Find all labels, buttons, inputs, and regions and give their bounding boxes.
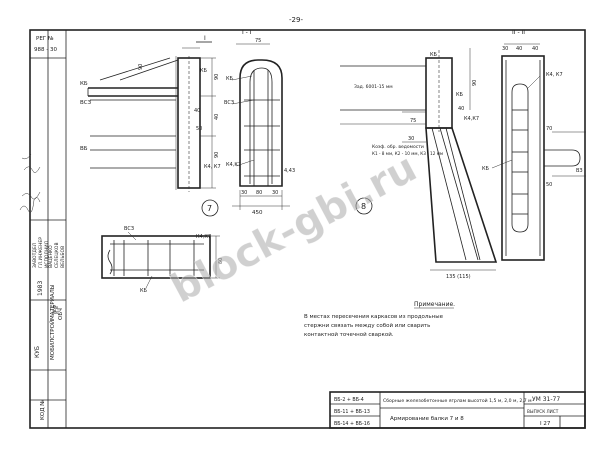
- view-2-label-k4k7: К4,К7: [226, 162, 241, 168]
- view-3-label-kb: КБ: [140, 288, 148, 294]
- view-label-8: 8: [355, 197, 373, 215]
- role-1: ЗАВОТДЕЛ: [32, 243, 38, 268]
- title-block: ВБ-2 + ВБ-4 ВБ-11 + ВБ-13 ВБ-14 + ВБ-16 …: [329, 391, 586, 429]
- view-5-dim-50: 50: [546, 182, 552, 188]
- view-1-label-vb: ВБ: [80, 146, 88, 152]
- left-title-strip: РЕГ № 988 - 30 КУБ МОБИЛСТРОЙМАТЕРИАЛЫ О…: [19, 30, 67, 428]
- code-number: КОД №: [40, 400, 46, 420]
- note-title: Примечание.: [414, 301, 455, 308]
- view-5-section-mark: II - II: [512, 29, 525, 36]
- view-4-label-k4k7: К4,К7: [464, 116, 479, 122]
- view-2-dim-top: 75: [255, 38, 261, 44]
- sheet-values: I 27: [540, 421, 551, 427]
- view-1-label-k4k7: К4, К7: [204, 164, 221, 170]
- view-2-dim-30-right: 30: [272, 190, 278, 196]
- sheet-label: ВЫПУСК ЛИСТ: [527, 409, 559, 414]
- view-1-dim-40: 40: [214, 114, 220, 120]
- title-main: Сборные железобетонные ягрлам высотой 1,…: [383, 397, 532, 404]
- view-4-inclined: Зад. 6001-15 мм Коэф. обр. ведомости К1 …: [340, 48, 498, 280]
- view-4-dim-135: 135 (115): [446, 274, 471, 280]
- mark-2: И.Б: [54, 306, 60, 314]
- view-1-top-mark: I: [204, 35, 206, 42]
- view-2-dim-80: 80: [256, 190, 262, 196]
- view-5-label-kb: КБ: [482, 166, 490, 172]
- view-4-spec-1: Зад. 6001-15 мм: [354, 84, 393, 90]
- view-5-dim-30: 30: [502, 46, 508, 52]
- note-line-1: В местах пересечения каркасов из продоль…: [304, 314, 444, 320]
- view-4-label-kb-side: КБ: [456, 92, 464, 98]
- view-label-8-text: 8: [361, 202, 366, 211]
- title-code-3: ВБ-14 + ВБ-16: [334, 421, 370, 427]
- surname-1: ВАЦЕНКО: [48, 245, 54, 268]
- surname-2: СЕЛЕЦКОВ: [54, 242, 60, 268]
- view-2-label-vsz: ВСЗ: [224, 100, 234, 106]
- view-4-label-kb-top: КБ: [430, 52, 438, 58]
- title-sub: Армирование балки 7 и 8: [390, 416, 464, 422]
- view-5-label-k4k7: К4, К7: [546, 72, 563, 78]
- org-line-3: ОБЧ: [58, 308, 64, 320]
- view-1-label-vsz: ВСЗ: [80, 100, 92, 106]
- title-code-2: ВБ-11 + ВБ-13: [334, 409, 370, 415]
- view-2-section: I - I 75 30 80 30 450 КБ ВСЗ К4,К7 4,43: [224, 29, 295, 216]
- view-2-label-443: 4,43: [284, 168, 295, 174]
- view-3-label-vsz: ВСЗ: [124, 226, 134, 232]
- signature-1: [19, 191, 41, 213]
- mark-1: М.Ф: [52, 305, 58, 314]
- view-2-section-mark: I - I: [242, 29, 252, 36]
- view-1-dim-90-c: 90: [214, 152, 220, 158]
- view-1-label-50: 50: [196, 126, 202, 132]
- signature-2: [21, 153, 41, 174]
- view-1-label-kb-top: КБ: [80, 81, 88, 87]
- view-4-spec-2: Коэф. обр. ведомости: [372, 144, 424, 150]
- view-4-dim-75: 75: [410, 118, 416, 124]
- view-4-dim-90: 90: [472, 80, 478, 86]
- view-1-dim-90-b: 90: [214, 74, 220, 80]
- view-1-label-40: 40: [194, 108, 200, 114]
- page-number: -29-: [289, 16, 303, 24]
- reg-number: 988 - 30: [34, 47, 57, 53]
- view-4-spec-3: К1 - 8 мм, К2 - 10 мм, К3 - 12 мм: [372, 151, 443, 156]
- view-1-dim-90-a: 90: [138, 64, 144, 70]
- view-3-label-k4k7: К4,К7: [196, 234, 211, 240]
- note-block: Примечание. В местах пересечения каркасо…: [304, 301, 455, 338]
- view-2-dim-30-left: 30: [241, 190, 247, 196]
- note-line-3: контактной точечной сваркой.: [304, 331, 394, 338]
- title-code-1: ВБ-2 + ВБ-4: [334, 397, 364, 403]
- view-2-dim-450: 450: [252, 210, 263, 216]
- org-line-1: КУБ: [34, 346, 41, 358]
- role-2: ГЛ.ИНЖЕНЕР: [38, 237, 44, 268]
- org-line-2: МОБИЛСТРОЙМАТЕРИАЛЫ: [49, 284, 56, 360]
- view-5-dim-40-b: 40: [532, 46, 538, 52]
- view-4-label-40: 40: [458, 106, 464, 112]
- series-code: УМ 31-77: [532, 396, 560, 403]
- role-3: ИСПОЛНИЛ: [44, 241, 50, 268]
- view-1-label-kb-right: КБ: [200, 68, 208, 74]
- view-5-label-vz: ВЗ: [576, 168, 583, 174]
- year: 1983: [37, 281, 44, 296]
- view-5-section: II - II 30 40 40 70 50 К4, К7 КБ ВЗ: [482, 29, 586, 261]
- view-label-7-text: 7: [207, 204, 212, 213]
- view-3-dim-60: 60: [218, 258, 224, 264]
- view-5-dim-40-a: 40: [516, 46, 522, 52]
- view-4-dim-30: 30: [408, 136, 414, 142]
- view-2-label-kb: КБ: [226, 76, 234, 82]
- view-label-7: 7: [201, 199, 219, 217]
- sheet-frame: [29, 29, 586, 429]
- reg-label: РЕГ №: [36, 36, 54, 42]
- surname-3: ВЕЛЬБОВ: [60, 246, 66, 268]
- view-5-dim-70: 70: [546, 126, 552, 132]
- view-1-elevation: I КБ ВСЗ ВБ КБ 40 50 К4, К7 90: [80, 35, 221, 192]
- view-3-plan: 60 ВСЗ К4,К7 КБ: [101, 226, 224, 294]
- note-line-2: стержни связать между собой или сварить: [304, 322, 430, 329]
